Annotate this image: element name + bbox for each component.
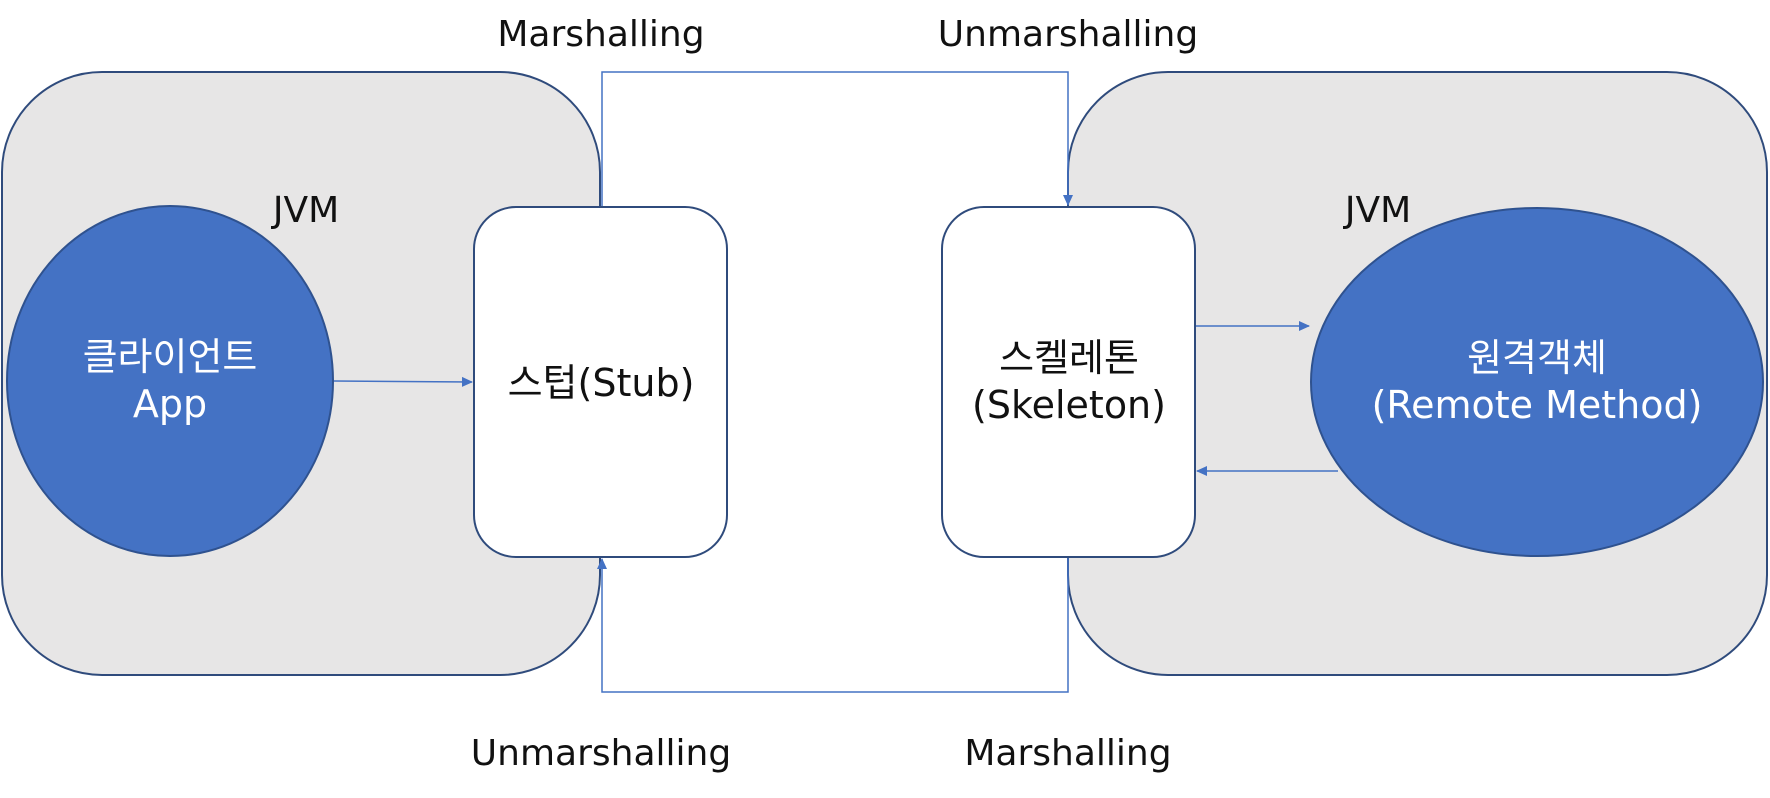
left-jvm-label: JVM: [271, 190, 339, 231]
client-label-line2: App: [133, 382, 207, 426]
client-to-stub-arrow: [333, 376, 473, 387]
top-right-flow-label: Unmarshalling: [938, 14, 1198, 55]
bottom-connector: [597, 557, 1069, 693]
skeleton-box: [941, 206, 1196, 558]
top-left-flow-label: Marshalling: [497, 14, 704, 55]
client-app-node: [6, 205, 334, 557]
stub-label: 스텁(Stub): [508, 361, 695, 405]
skeleton-label-line1: 스켈레톤: [999, 336, 1139, 380]
top-connector: [601, 71, 1073, 207]
client-label-line1: 클라이언트: [83, 335, 258, 379]
right-jvm-label: JVM: [1343, 190, 1411, 231]
bottom-right-flow-label: Marshalling: [964, 733, 1171, 774]
bottom-left-flow-label: Unmarshalling: [471, 733, 731, 774]
remote-label-line1: 원격객체: [1467, 336, 1607, 380]
skeleton-label-line2: (Skeleton): [972, 383, 1166, 427]
remote-object-node: [1310, 207, 1764, 557]
stub-box: [473, 206, 728, 558]
remote-label-line2: (Remote Method): [1372, 383, 1703, 427]
